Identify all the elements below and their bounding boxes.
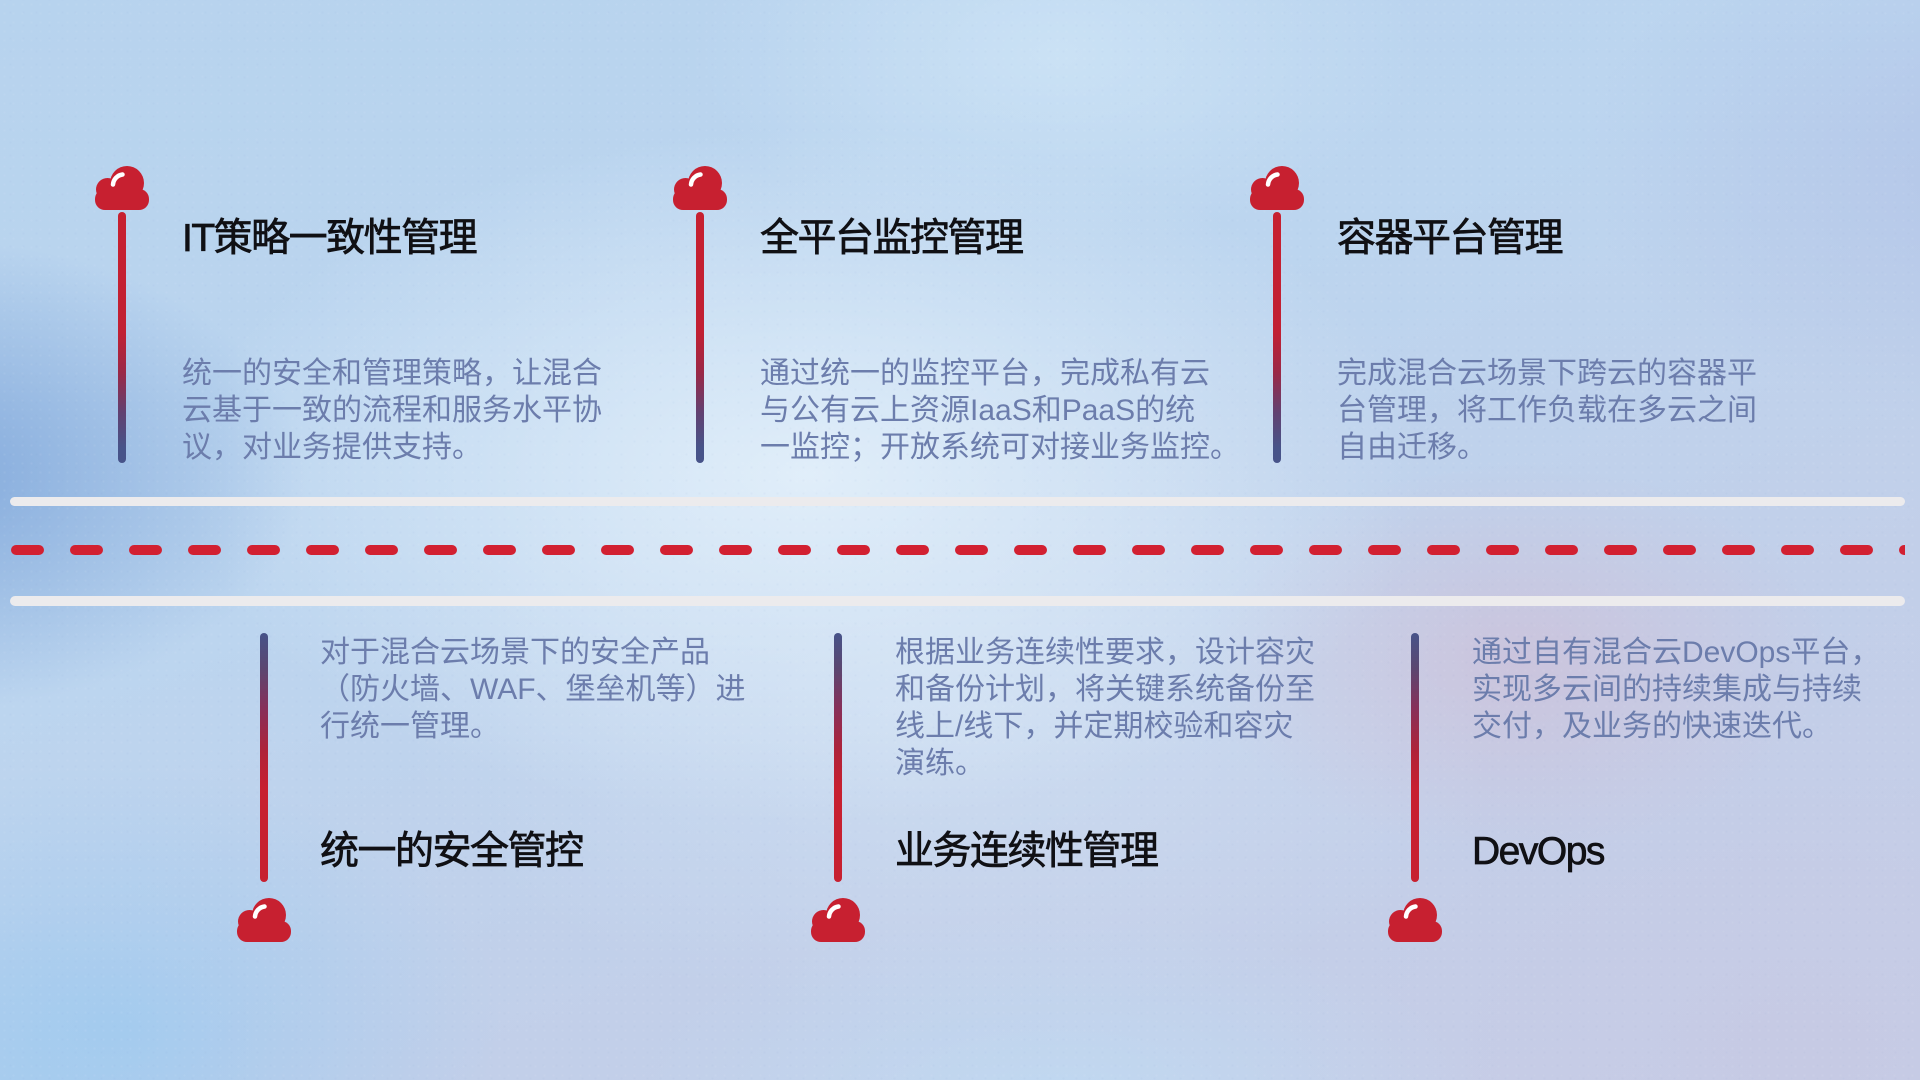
item-description: 完成混合云场景下跨云的容器平 台管理，将工作负载在多云之间 自由迁移。 xyxy=(1337,357,1757,464)
item-description: 对于混合云场景下的安全产品 （防火墙、WAF、堡垒机等）进 行统一管理。 xyxy=(320,636,746,743)
cloud-highlight xyxy=(110,172,125,187)
timeline-stem xyxy=(696,212,704,463)
item-title: 业务连续性管理 xyxy=(895,830,1160,874)
cloud-icon xyxy=(811,898,865,942)
item-title: 统一的安全管控 xyxy=(320,830,585,874)
item-title: 全平台监控管理 xyxy=(760,217,1025,261)
item-description: 通过统一的监控平台，完成私有云 与公有云上资源IaaS和PaaS的统 一监控；开… xyxy=(760,357,1240,464)
item-description: 根据业务连续性要求，设计容灾 和备份计划，将关键系统备份至 线上/线下，并定期校… xyxy=(895,636,1315,780)
road-line-top xyxy=(10,497,1905,506)
cloud-highlight xyxy=(252,904,267,919)
timeline-stem xyxy=(834,633,842,882)
item-description: 统一的安全和管理策略，让混合 云基于一致的流程和服务水平协 议，对业务提供支持。 xyxy=(182,357,602,464)
cloud-icon xyxy=(237,898,291,942)
cloud-icon xyxy=(673,166,727,210)
timeline-stem xyxy=(1273,212,1281,463)
cloud-icon xyxy=(1250,166,1304,210)
cloud-highlight xyxy=(688,172,703,187)
cloud-highlight xyxy=(826,904,841,919)
road-line-bottom xyxy=(10,596,1905,606)
cloud-highlight xyxy=(1265,172,1280,187)
cloud-icon xyxy=(1388,898,1442,942)
item-description: 通过自有混合云DevOps平台， 实现多云间的持续集成与持续 交付，及业务的快速… xyxy=(1472,636,1881,743)
timeline-stem xyxy=(1411,633,1419,882)
item-title: IT策略一致性管理 xyxy=(182,217,478,261)
item-title: DevOps xyxy=(1472,830,1606,874)
timeline-stem xyxy=(260,633,268,882)
cloud-highlight xyxy=(1403,904,1418,919)
cloud-icon xyxy=(95,166,149,210)
road-divider-dashed xyxy=(11,545,1905,555)
item-title: 容器平台管理 xyxy=(1337,217,1564,261)
timeline-stem xyxy=(118,212,126,463)
